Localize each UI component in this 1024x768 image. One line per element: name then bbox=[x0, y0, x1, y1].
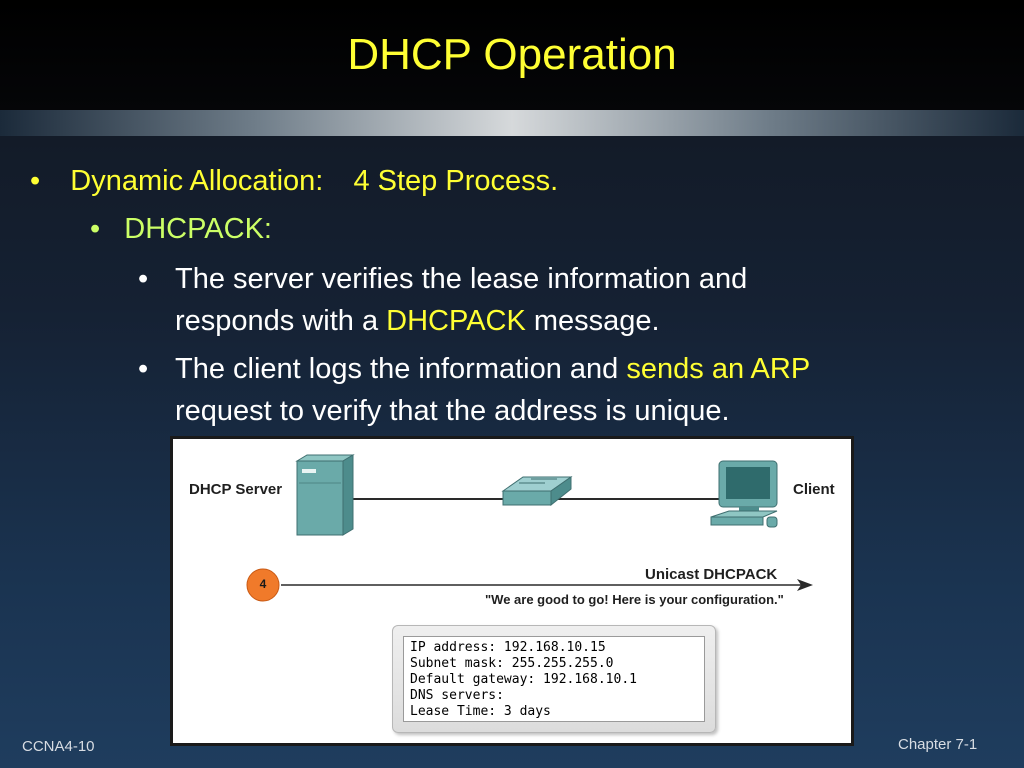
item2-line2: request to verify that the address is un… bbox=[175, 395, 730, 427]
item2-highlight: sends an ARP bbox=[626, 353, 811, 385]
switch-icon bbox=[501, 476, 573, 507]
message-quote: "We are good to go! Here is your configu… bbox=[485, 592, 784, 607]
config-line-ip: IP address: 192.168.10.15 bbox=[410, 640, 606, 655]
dynamic-allocation-label: Dynamic Allocation: bbox=[70, 165, 324, 197]
dhcp-figure: DHCP Server Client 4 Unicast DHCPACK "We… bbox=[170, 436, 854, 746]
config-line-lease: Lease Time: 3 days bbox=[410, 704, 551, 719]
client-computer-icon bbox=[710, 460, 778, 528]
server-icon bbox=[295, 454, 355, 536]
item1-line1: The server verifies the lease informatio… bbox=[175, 263, 748, 295]
footer-chapter: Chapter 7-1 bbox=[898, 736, 978, 753]
bullet-dot: • bbox=[138, 353, 149, 385]
item2-line1: The client logs the information and send… bbox=[175, 348, 810, 390]
config-line-gateway: Default gateway: 192.168.10.1 bbox=[410, 672, 637, 687]
step-process-text: 4 Step Process. bbox=[353, 165, 559, 197]
title-divider-bar bbox=[0, 110, 1024, 136]
title-area bbox=[0, 0, 1024, 112]
footer-course: CCNA4-10 bbox=[22, 738, 95, 755]
slide-title: DHCP Operation bbox=[347, 30, 677, 79]
message-title: Unicast DHCPACK bbox=[645, 566, 778, 583]
item2-line1-before: The client logs the information and bbox=[175, 353, 627, 385]
message-arrowhead bbox=[797, 579, 813, 591]
step-number: 4 bbox=[259, 577, 267, 591]
item1-line2-after: message. bbox=[525, 305, 660, 337]
bullet-dot: • bbox=[138, 263, 149, 295]
config-panel: IP address: 192.168.10.15 Subnet mask: 2… bbox=[392, 625, 716, 733]
bullet-level1: • Dynamic Allocation: 4 Step Process. bbox=[30, 160, 558, 202]
bullet-level3-item2: • bbox=[138, 348, 148, 390]
item1-line2: responds with a DHCPACK message. bbox=[175, 300, 660, 342]
item1-line2-before: responds with a bbox=[175, 305, 387, 337]
bullet-level2: • DHCPACK: bbox=[90, 208, 272, 250]
config-line-dns: DNS servers: bbox=[410, 688, 504, 703]
config-line-subnet: Subnet mask: 255.255.255.0 bbox=[410, 656, 614, 671]
item1-highlight: DHCPACK bbox=[386, 305, 526, 337]
bullet-dot: • bbox=[30, 165, 41, 197]
dhcpack-label: DHCPACK: bbox=[124, 213, 272, 245]
dhcp-server-label: DHCP Server bbox=[189, 481, 283, 498]
step-circle bbox=[246, 568, 280, 602]
config-text-area: IP address: 192.168.10.15 Subnet mask: 2… bbox=[403, 636, 705, 722]
figure-drawing bbox=[246, 454, 813, 602]
client-label: Client bbox=[793, 481, 835, 498]
bullet-dot: • bbox=[90, 213, 101, 245]
bullet-level3-item1: • bbox=[138, 258, 148, 300]
